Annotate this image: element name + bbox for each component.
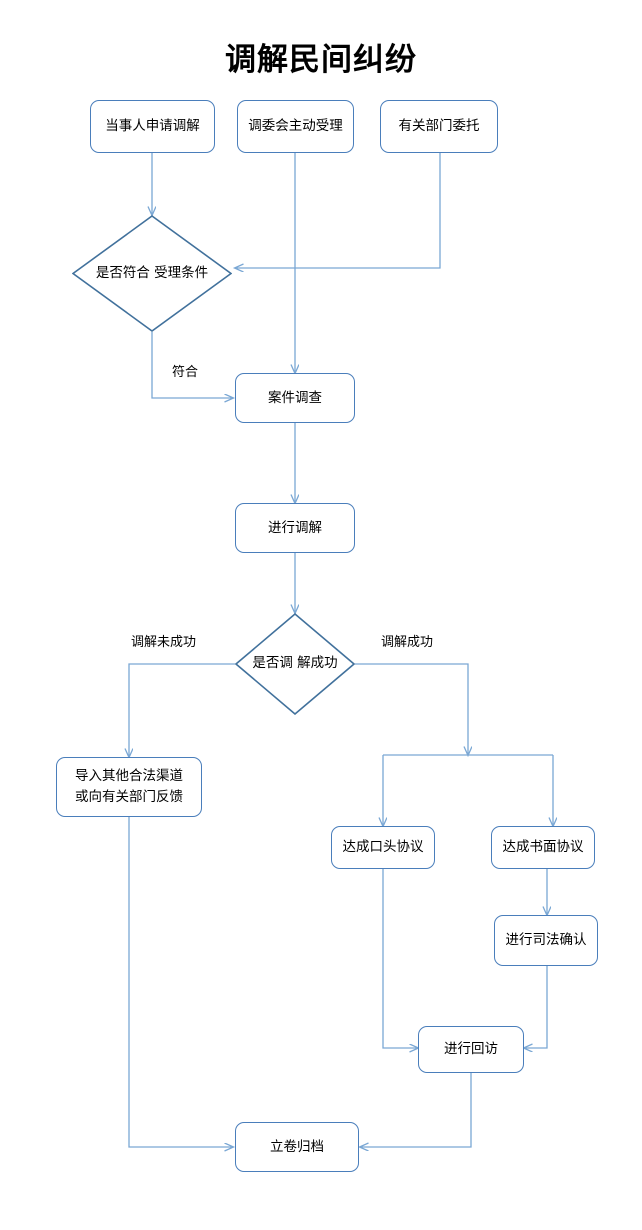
decision-label: 是否调 解成功 [252,653,337,675]
edge-condition-to-investigate [151,332,233,398]
node-label: 进行司法确认 [505,932,587,949]
decision-label-line2: 解成功 [297,655,338,672]
node-written-agreement[interactable]: 达成书面协议 [491,826,595,869]
node-label: 进行回访 [444,1041,498,1058]
node-department-entrust[interactable]: 有关部门委托 [380,100,498,153]
node-label: 案件调查 [268,389,322,406]
edge-success-check-to-other-channel [129,663,235,757]
decision-mediation-successful[interactable]: 是否调 解成功 [235,613,355,715]
edge-success-check-to-agreements [355,663,468,755]
node-conduct-mediation[interactable]: 进行调解 [235,503,355,553]
decision-label-line1: 是否符合 [95,264,150,281]
node-label-line2: 或向有关部门反馈 [75,789,183,805]
node-judicial-confirmation[interactable]: 进行司法确认 [494,915,598,966]
node-label: 达成书面协议 [502,839,584,856]
node-other-legal-channel[interactable]: 导入其他合法渠道 或向有关部门反馈 [56,757,202,817]
edge-label-qualified: 符合 [172,365,199,380]
edge-entrust-to-condition [235,153,441,268]
decision-meets-acceptance-conditions[interactable]: 是否符合 受理条件 [72,215,232,332]
page-title: 调解民间纠纷 [225,42,417,78]
node-committee-accepts[interactable]: 调委会主动受理 [237,100,354,153]
edge-judicial-to-followup [524,966,548,1048]
edge-followup-to-archive [360,1073,472,1147]
decision-label-line1: 是否调 [252,655,293,672]
edge-oral-to-followup [382,869,418,1048]
node-label: 有关部门委托 [398,118,480,135]
node-label: 达成口头协议 [342,839,424,856]
diamond-shape [72,215,232,332]
edge-label-mediation-failed: 调解未成功 [131,635,197,650]
decision-label: 是否符合 受理条件 [96,263,208,285]
node-label: 调委会主动受理 [248,118,343,135]
node-case-investigation[interactable]: 案件调查 [235,373,355,423]
node-label-line1: 导入其他合法渠道 [75,768,183,785]
node-apply-for-mediation[interactable]: 当事人申请调解 [90,100,215,153]
edge-other-channel-to-archive [128,817,233,1147]
node-oral-agreement[interactable]: 达成口头协议 [331,826,435,869]
node-label: 进行调解 [268,519,322,536]
decision-label-line2: 受理条件 [154,264,209,281]
edge-label-mediation-succeeded: 调解成功 [381,635,434,650]
node-follow-up-visit[interactable]: 进行回访 [418,1026,524,1073]
diamond-shape [235,613,355,715]
node-label: 当事人申请调解 [105,118,200,135]
node-file-and-archive[interactable]: 立卷归档 [235,1122,359,1172]
node-label: 立卷归档 [270,1138,324,1155]
